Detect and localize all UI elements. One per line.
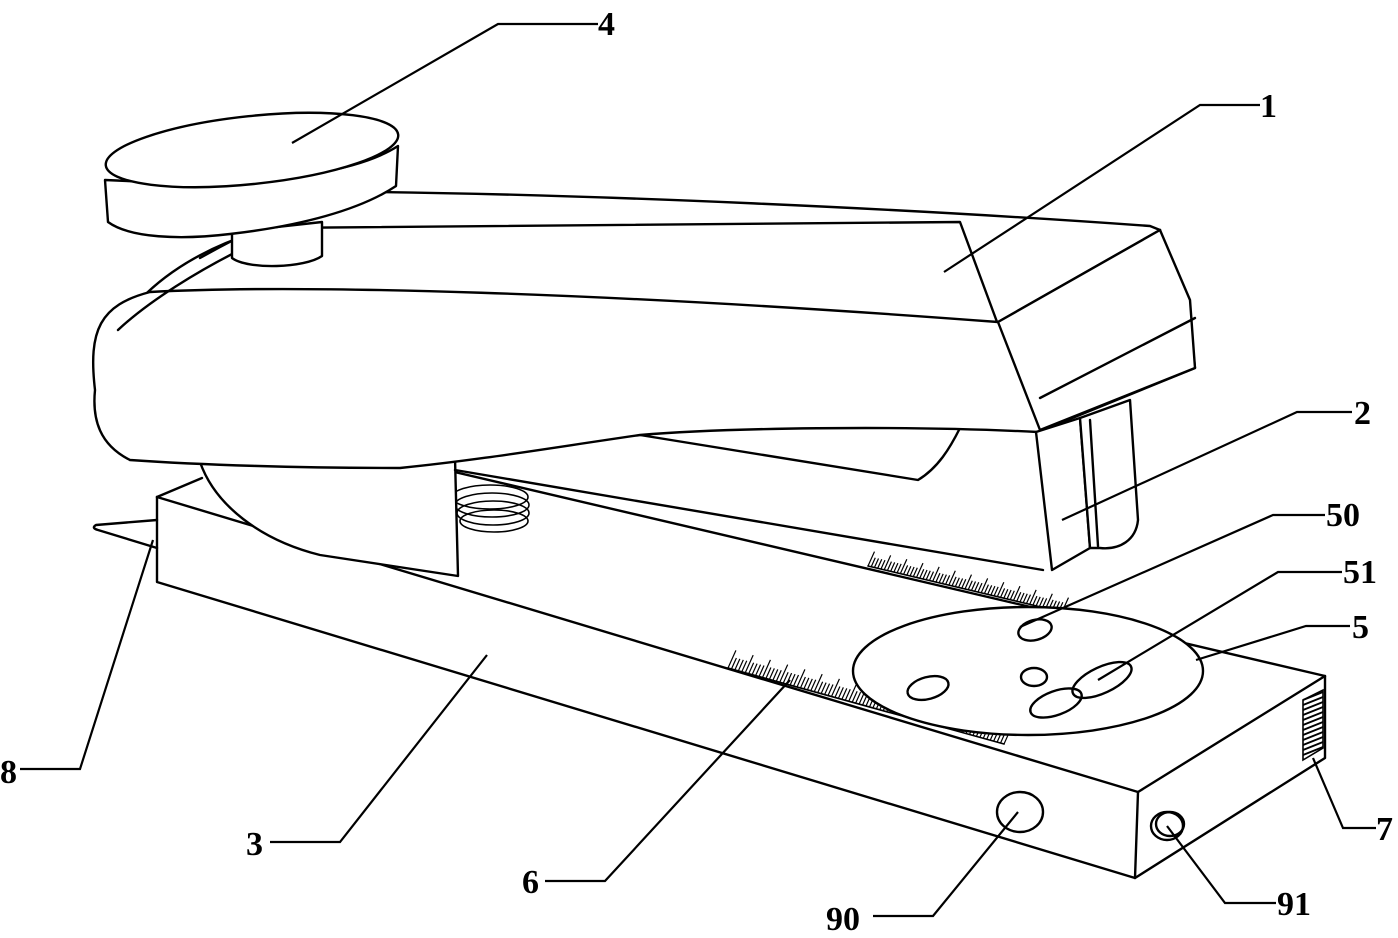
leader-5: [1196, 626, 1350, 660]
label-8: 8: [0, 754, 17, 791]
clinch-plate: [853, 607, 1203, 735]
label-51: 51: [1343, 554, 1377, 591]
leader-91: [1167, 826, 1276, 903]
leader-8: [20, 540, 153, 769]
spring: [452, 485, 529, 532]
label-1: 1: [1260, 88, 1277, 125]
scale-ruler-upper: [868, 552, 1068, 612]
label-5: 5: [1352, 609, 1369, 646]
pointed-tip: [94, 520, 157, 548]
label-50: 50: [1326, 497, 1360, 534]
leader-7: [1313, 758, 1376, 828]
label-3: 3: [246, 826, 263, 863]
label-90: 90: [826, 901, 860, 938]
hole-front: [997, 792, 1043, 832]
label-6: 6: [522, 864, 539, 901]
leader-1: [944, 105, 1260, 272]
leader-90: [873, 812, 1018, 916]
label-7: 7: [1376, 811, 1393, 848]
end-grip: [1303, 690, 1323, 760]
label-4: 4: [598, 6, 615, 43]
label-2: 2: [1354, 395, 1371, 432]
leader-3: [270, 655, 487, 842]
label-91: 91: [1277, 886, 1311, 923]
